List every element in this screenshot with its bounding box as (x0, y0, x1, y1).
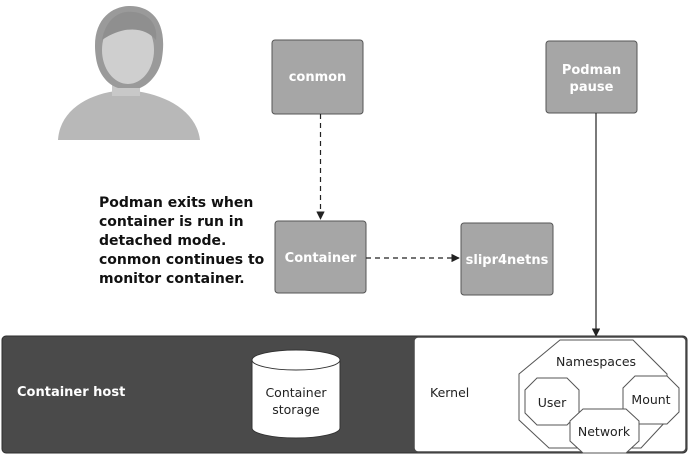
container-label: Container (285, 251, 357, 266)
mount-namespace-shape (622, 375, 680, 425)
podman-pause-label-line2: pause (570, 80, 614, 95)
kernel-label: Kernel (430, 385, 469, 400)
note-line-2: container is run in (99, 214, 244, 230)
podman-pause-box: Podman pause (545, 40, 638, 114)
storage-label-line2: storage (272, 402, 320, 417)
note-line-1: Podman exits when (99, 195, 253, 211)
user-avatar-icon (58, 6, 200, 140)
network-namespace-shape (569, 408, 640, 454)
container-host-label: Container host (17, 385, 125, 400)
storage-label-line1: Container (265, 385, 327, 400)
note-line-5: monitor container. (99, 271, 245, 287)
detached-mode-note: Podman exits when container is run in de… (99, 195, 265, 287)
note-line-3: detached mode. (99, 233, 226, 249)
slirp4netns-box: slipr4netns (460, 222, 554, 296)
note-line-4: conmon continues to (99, 252, 265, 268)
user-namespace-shape (524, 377, 580, 426)
podman-pause-label-line1: Podman (562, 63, 621, 78)
mount-namespace-label: Mount (631, 392, 670, 407)
user-namespace-label: User (538, 395, 567, 410)
container-box: Container (274, 220, 367, 294)
namespaces-title: Namespaces (556, 354, 636, 369)
network-namespace-label: Network (578, 424, 631, 439)
conmon-box: conmon (271, 39, 364, 115)
conmon-label: conmon (289, 70, 347, 85)
namespaces-group: Namespaces User Mount Network (518, 339, 680, 454)
container-storage-cylinder: Container storage (251, 349, 341, 439)
slirp4netns-label: slipr4netns (466, 253, 549, 268)
